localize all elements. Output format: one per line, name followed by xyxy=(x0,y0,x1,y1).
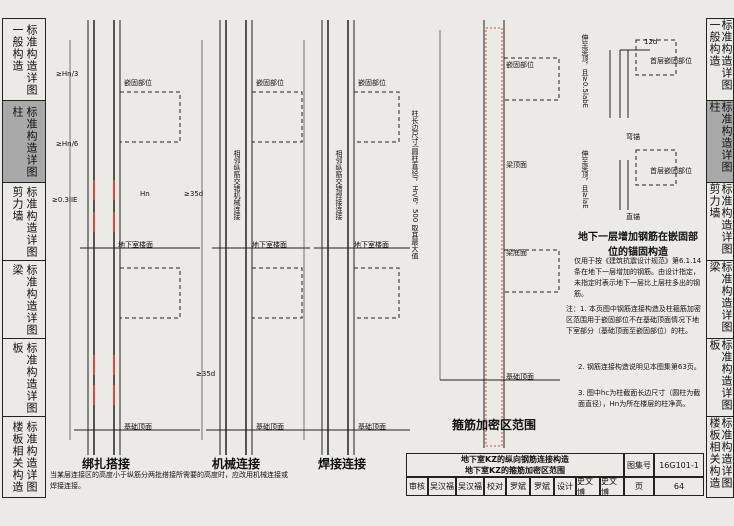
label-foundation-top: 基础顶面 xyxy=(124,423,152,431)
tab-sub: 标准构造详图 xyxy=(25,341,38,414)
beam-outline xyxy=(251,91,303,143)
sign-name: 吴汉福 xyxy=(428,477,456,496)
label-joint-weld: 相邻纵筋交错焊接连接 xyxy=(335,150,343,220)
tab-title: 梁 xyxy=(11,263,24,276)
tab-slab-related[interactable]: 标准构造详图楼板相关构造 xyxy=(2,416,46,498)
label-basement-floor: 地下室楼面 xyxy=(252,241,287,249)
label-embed: 嵌固部位 xyxy=(256,79,284,87)
tab-text: 标准构造详图楼板相关构造 xyxy=(708,417,733,489)
sign-name: 史文博 xyxy=(576,477,600,497)
tab-text: 标准构造详图剪力墙 xyxy=(708,183,733,255)
caption-mech: 机械连接 xyxy=(212,457,261,471)
beam-outline xyxy=(353,267,400,319)
atlas-label: 图集号 xyxy=(624,453,654,477)
sign-signature: 吴汉福 xyxy=(456,477,484,496)
label-hn6: ≥Hn/6 xyxy=(56,140,79,148)
beam-outline xyxy=(119,267,181,319)
dense-hoop-zone xyxy=(485,27,503,447)
bottom-note: 当某层连接区的高度小于纵筋分两批搭接所需要的高度时，应改用机械连接或焊接连接。 xyxy=(50,471,288,490)
label-embed: 嵌固部位 xyxy=(506,61,534,69)
label-hn3: ≥Hn/3 xyxy=(56,70,79,78)
tab-shear-wall-right[interactable]: 标准构造详图剪力墙 xyxy=(706,182,734,260)
tab-text: 标准构造详图梁 xyxy=(708,261,733,333)
label-top-anchor: 首层嵌固部位 xyxy=(650,167,692,175)
tab-general[interactable]: 标准构造详图一般构造 xyxy=(2,18,46,100)
beam-outline xyxy=(635,39,677,76)
page-number: 64 xyxy=(654,477,704,496)
left-chapter-tabs: 标准构造详图一般构造 标准构造详图柱 标准构造详图剪力墙 标准构造详图梁 标准构… xyxy=(2,18,46,498)
tab-slab-right[interactable]: 标准构造详图板 xyxy=(706,338,734,416)
atlas-number: 16G101-1 xyxy=(654,453,704,477)
label-Hn: Hn xyxy=(140,190,150,198)
label-basement-floor: 地下室楼面 xyxy=(118,241,153,249)
label-side-beam2: 伸至梁顶，且≥laE xyxy=(581,150,589,209)
caption-dense: 箍筋加密区范围 xyxy=(452,418,537,432)
title-line: 地下室KZ的箍筋加密区范围 xyxy=(465,466,565,475)
label-foundation-top: 基础顶面 xyxy=(358,423,386,431)
beam-outline xyxy=(251,267,303,319)
label-embed: 嵌固部位 xyxy=(124,79,152,87)
tab-title: 剪力墙 xyxy=(11,185,24,222)
label-beam-top: 梁顶面 xyxy=(506,161,527,169)
tab-general-right[interactable]: 标准构造详图一般构造 xyxy=(706,18,734,100)
note-3: 3. 图中hc为柱截面长边尺寸（圆柱为截面直径），Hn为所在楼层的柱净高。 xyxy=(578,389,701,408)
label-foundation-top: 基础顶面 xyxy=(256,423,284,431)
label-foundation-top: 基础顶面 xyxy=(506,373,534,381)
label-basement-floor: 地下室楼面 xyxy=(354,241,389,249)
beam-outline xyxy=(119,91,181,143)
sign-signature: 罗斌 xyxy=(530,477,554,496)
tab-slab[interactable]: 标准构造详图板 xyxy=(2,338,46,416)
label-beam-bottom: 梁底面 xyxy=(506,249,527,257)
title-block: 地下室KZ的纵向钢筋连接构造 地下室KZ的箍筋加密区范围 图集号 16G101-… xyxy=(406,453,704,497)
sign-name: 罗斌 xyxy=(506,477,530,496)
tab-text: 标准构造详图一般构造 xyxy=(708,19,733,91)
tab-sub: 标准构造详图 xyxy=(25,105,38,178)
tab-sub: 标准构造详图 xyxy=(25,421,38,493)
right-chapter-tabs: 标准构造详图一般构造 标准构造详图柱 标准构造详图剪力墙 标准构造详图梁 标准构… xyxy=(706,18,734,498)
caption-weld: 焊接连接 xyxy=(318,457,367,471)
tab-sub: 标准构造详图 xyxy=(25,263,38,336)
sign-review: 审核 xyxy=(406,477,428,496)
tab-column-right[interactable]: 标准构造详图柱 xyxy=(706,100,734,182)
label-l03: ≥0.3lIE xyxy=(52,196,78,204)
label-joint-mech: 相邻纵筋交错机械连接 xyxy=(233,150,241,220)
label-d35: ≥35d xyxy=(184,190,204,198)
label-12d: 12d xyxy=(644,38,658,46)
tab-slab-related-right[interactable]: 标准构造详图楼板相关构造 xyxy=(706,416,734,498)
sign-signature: 史文博 xyxy=(600,477,624,497)
note-1: 注：1. 本页图中钢筋连接构造及柱箍筋加密区范围用于嵌固部位不在基础顶面情况下地… xyxy=(566,305,701,335)
label-bend: 弯锚 xyxy=(626,133,640,141)
sign-design: 设计 xyxy=(554,477,576,496)
beam-outline xyxy=(353,91,400,143)
label-embed: 嵌固部位 xyxy=(358,79,386,87)
tab-sub: 标准构造详图 xyxy=(25,23,38,96)
sign-check: 校对 xyxy=(484,477,506,496)
title-line: 地下室KZ的纵向钢筋连接构造 xyxy=(461,455,569,464)
caption-bind: 绑扎搭接 xyxy=(82,457,131,471)
label-top-anchor: 首层嵌固部位 xyxy=(650,57,692,65)
label-dense-side: 柱长边尺寸(圆柱直径)，Hn/6，500 取其最大值 xyxy=(411,110,419,260)
beam-outline xyxy=(635,149,677,186)
drawing-title: 地下室KZ的纵向钢筋连接构造 地下室KZ的箍筋加密区范围 xyxy=(406,453,624,477)
tab-title: 柱 xyxy=(11,105,24,118)
tab-text: 标准构造详图柱 xyxy=(708,101,733,173)
label-straight: 直锚 xyxy=(626,213,640,221)
label-d35: ≥35d xyxy=(196,370,216,378)
tab-title: 板 xyxy=(11,341,24,354)
tab-title: 一般构造 xyxy=(11,23,24,72)
note-2: 2. 钢筋连接构造说明见本图集第63页。 xyxy=(578,363,701,371)
label-side-beam: 伸至梁顶，且≥0.5labE xyxy=(581,34,589,109)
lap-splice-marks xyxy=(93,180,115,405)
tab-text: 标准构造详图板 xyxy=(708,339,733,411)
caption-anchor: 地下一层增加钢筋在嵌固部位的锚固构造 xyxy=(578,232,698,258)
tab-shear-wall[interactable]: 标准构造详图剪力墙 xyxy=(2,182,46,260)
tab-title: 楼板相关构造 xyxy=(11,421,24,493)
anchor-note: 仅用于按《建筑抗震设计规范》第6.1.14条在地下一层增加的钢筋。由设计指定，未… xyxy=(574,257,702,298)
tab-column[interactable]: 标准构造详图柱 xyxy=(2,100,46,182)
page-label: 页 xyxy=(624,477,654,496)
tab-sub: 标准构造详图 xyxy=(25,185,38,258)
tab-beam[interactable]: 标准构造详图梁 xyxy=(2,260,46,338)
